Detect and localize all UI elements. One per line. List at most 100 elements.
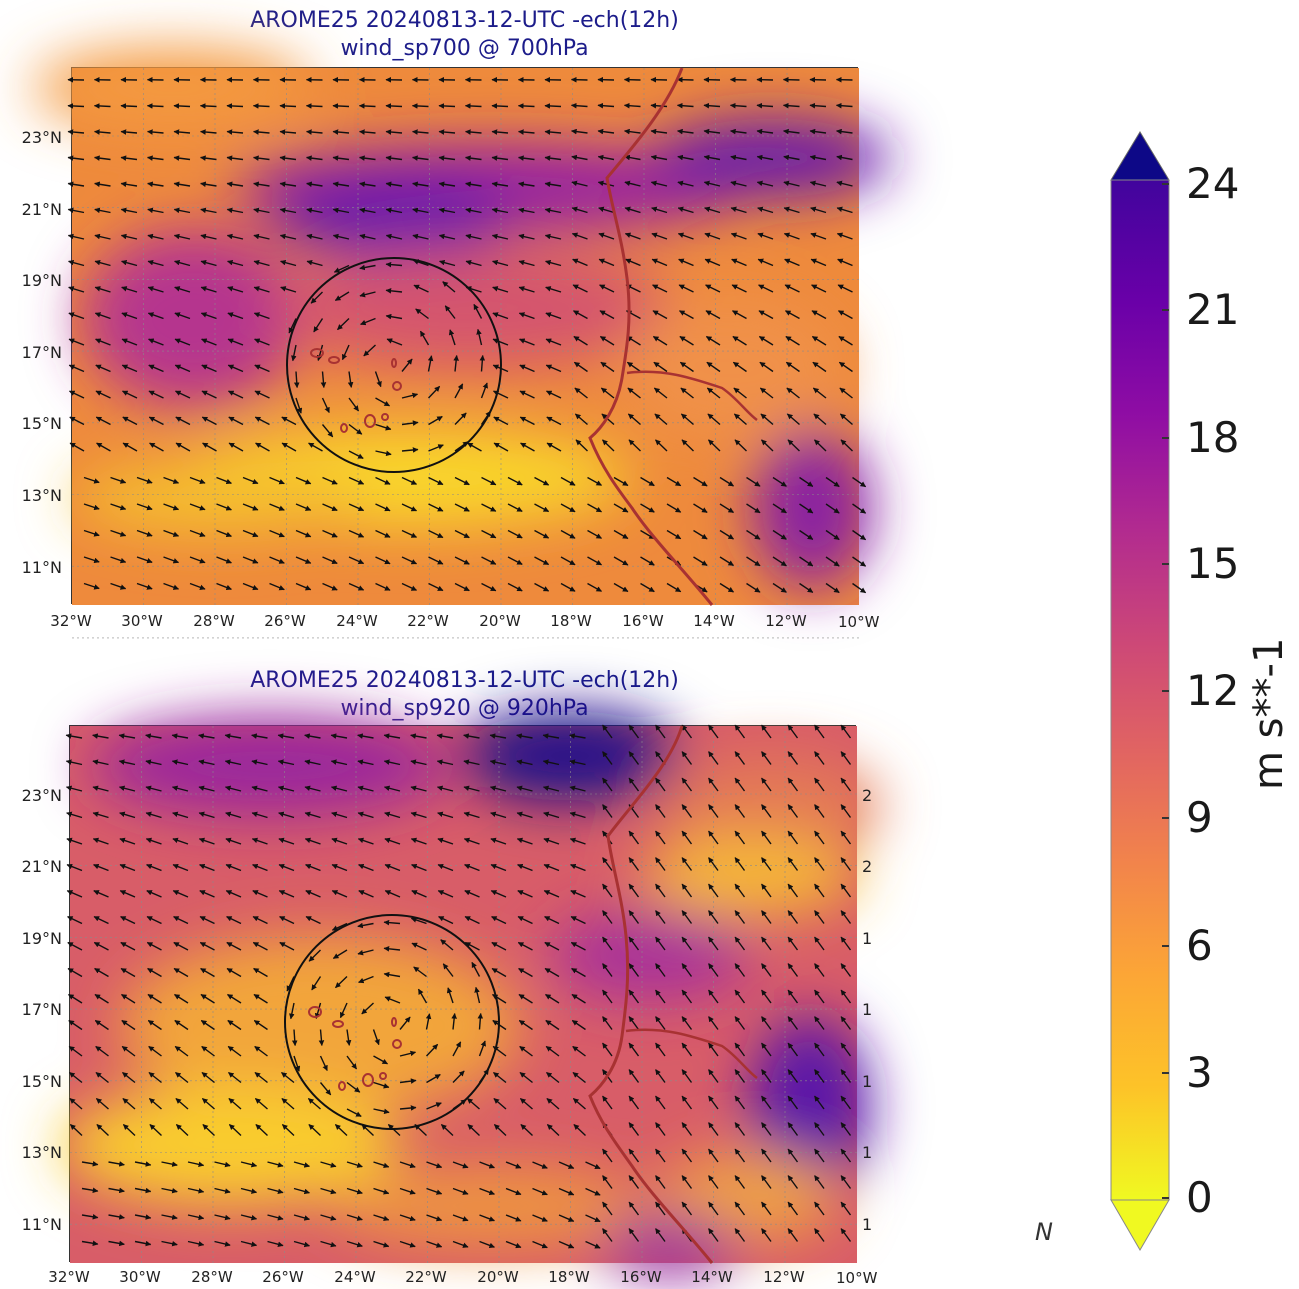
wind-arrow [543, 863, 560, 872]
wind-arrow [624, 180, 641, 187]
wind-arrow [787, 1122, 799, 1136]
wind-arrow [252, 915, 268, 925]
wind-arrow [814, 910, 825, 924]
wind-arrow [295, 582, 312, 591]
wind-arrow [545, 390, 562, 399]
wind-arrow [412, 155, 429, 161]
bottom-map-panel[interactable] [60, 711, 880, 1276]
wind-arrow [348, 582, 365, 591]
wind-arrow [136, 582, 153, 590]
wind-arrow [173, 915, 189, 925]
wind-arrow [627, 387, 641, 399]
wind-arrow [464, 103, 482, 109]
wind-arrow [454, 582, 470, 592]
wind-arrow [708, 1122, 719, 1136]
wind-arrow [346, 1108, 362, 1118]
wind-arrow [187, 1187, 205, 1194]
wind-arrow [840, 1122, 852, 1136]
wind-arrow [68, 364, 85, 373]
wind-arrow [655, 1042, 666, 1057]
wind-arrow [693, 476, 708, 487]
wind-arrow [613, 476, 629, 487]
wind-arrow [172, 811, 189, 819]
wind-arrow [322, 529, 338, 538]
wind-arrow [253, 312, 270, 320]
wind-arrow [466, 1097, 480, 1110]
bottom-lon-label: 24°W [334, 1268, 376, 1286]
wind-arrow [401, 392, 419, 399]
wind-arrow [401, 358, 413, 372]
wind-arrow [624, 232, 641, 240]
wind-arrow [569, 837, 586, 845]
wind-arrow [148, 338, 164, 346]
wind-arrow [120, 129, 138, 135]
wind-arrow [148, 1097, 162, 1110]
wind-arrow [171, 759, 189, 766]
wind-arrow [345, 1029, 352, 1046]
wind-arrow [119, 890, 136, 898]
wind-arrow [385, 313, 403, 320]
wind-arrow [200, 967, 215, 978]
wind-arrow [729, 102, 747, 109]
wind-arrow [147, 207, 164, 214]
wind-arrow [677, 128, 694, 135]
wind-arrow [784, 284, 800, 293]
wind-arrow [279, 129, 297, 135]
wind-arrow [93, 941, 109, 951]
wind-arrow [173, 941, 189, 951]
wind-arrow [517, 915, 533, 925]
wind-arrow [761, 1042, 772, 1057]
wind-arrow [836, 232, 853, 240]
wind-arrow [201, 364, 217, 373]
wind-arrow [374, 371, 382, 388]
wind-arrow [242, 529, 259, 538]
wind-arrow [226, 129, 244, 135]
wind-arrow [623, 102, 641, 109]
wind-arrow [492, 993, 507, 1004]
bottom-right-label: 2 [862, 786, 873, 805]
wind-arrow [732, 361, 747, 373]
bottom-lon-label: 20°W [477, 1268, 519, 1286]
wind-arrow [174, 338, 191, 346]
wind-arrow [134, 1187, 152, 1194]
wind-arrow [254, 338, 270, 346]
wind-arrow [650, 102, 668, 109]
wind-arrow [679, 335, 694, 346]
bottom-lat-label: 15°N [21, 1072, 62, 1091]
wind-arrow [757, 232, 774, 240]
wind-arrow [782, 102, 800, 109]
wind-arrow [490, 837, 507, 845]
top-lon-label: 16°W [622, 612, 664, 630]
wind-arrow [385, 207, 403, 214]
wind-arrow [214, 1214, 231, 1221]
wind-arrow [569, 785, 586, 792]
top-map-panel[interactable] [32, 48, 892, 639]
wind-arrow [242, 582, 259, 591]
wind-arrow [489, 759, 507, 766]
wind-arrow [200, 312, 217, 320]
wind-arrow [339, 1002, 348, 1019]
wind-arrow [357, 837, 374, 845]
wind-arrow [279, 103, 297, 109]
wind-arrow [442, 281, 456, 293]
wind-arrow [681, 1095, 693, 1110]
wind-arrow [385, 103, 403, 109]
wind-arrow [812, 387, 827, 399]
wind-arrow [545, 312, 562, 320]
wind-arrow [572, 258, 588, 267]
wind-arrow [599, 284, 615, 293]
wind-arrow [226, 941, 242, 951]
wind-arrow [308, 949, 321, 962]
wind-arrow [518, 967, 533, 978]
wind-arrow [467, 442, 482, 452]
wind-arrow [761, 1095, 772, 1110]
wind-arrow [473, 303, 483, 319]
wind-arrow [383, 919, 401, 926]
wind-arrow [532, 1187, 548, 1196]
wind-arrow [463, 759, 480, 766]
wind-arrow [81, 1214, 99, 1220]
wind-arrow [94, 259, 111, 267]
wind-arrow [666, 529, 682, 540]
top-lat-label: 23°N [21, 128, 62, 147]
wind-arrow [519, 1097, 533, 1110]
